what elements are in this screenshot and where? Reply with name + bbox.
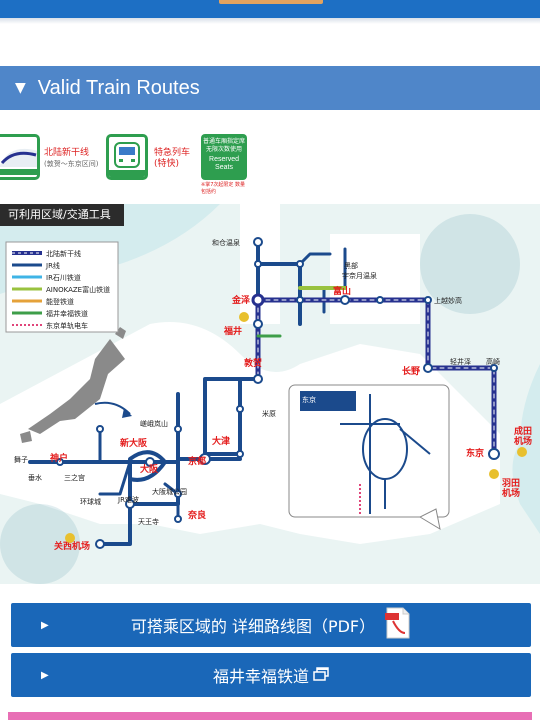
svg-text:大阪城公园: 大阪城公园 bbox=[152, 487, 187, 496]
pdf-icon bbox=[385, 607, 411, 643]
express-label: 特急列车 (特快) bbox=[154, 148, 190, 170]
pdf-button-label: 可搭乘区域的 详细路线图（PDF） bbox=[130, 617, 376, 636]
svg-text:高崎: 高崎 bbox=[486, 357, 500, 366]
svg-text:上越妙高: 上越妙高 bbox=[434, 296, 462, 305]
legend-label-noto: 能登铁道 bbox=[46, 297, 74, 306]
express-name: 特急列车 bbox=[154, 148, 191, 158]
next-section-bar[interactable] bbox=[8, 712, 532, 720]
play-arrow-icon: ▶ bbox=[41, 619, 49, 631]
map-legend: 北陆新干线 JR线 IR石川铁道 AINOKAZE富山铁道 能登铁道 福井幸福铁… bbox=[12, 249, 110, 330]
svg-text:东京: 东京 bbox=[302, 395, 316, 404]
collapse-triangle-icon: ▼ bbox=[15, 80, 26, 96]
svg-text:大津: 大津 bbox=[212, 435, 230, 447]
svg-text:机场: 机场 bbox=[514, 435, 532, 447]
svg-text:黑部: 黑部 bbox=[344, 261, 358, 270]
legend-label-hokuriku: 北陆新干线 bbox=[46, 249, 81, 258]
map-title: 可利用区域/交通工具 bbox=[0, 204, 124, 226]
svg-text:京都: 京都 bbox=[188, 455, 206, 467]
express-legend: 特急列车 (特快) bbox=[106, 134, 190, 180]
top-shadow bbox=[0, 18, 540, 24]
reserved-seats-badge: 普通车厢指定席 无限次数使用 Reserved Seats ※掌7次起限定 数量… bbox=[201, 134, 247, 196]
legend-label-jr: JR线 bbox=[45, 261, 60, 270]
svg-text:成田: 成田 bbox=[514, 425, 532, 437]
fukui-railway-button[interactable]: ▶ 福井幸福铁道 bbox=[11, 653, 531, 697]
svg-text:舞子: 舞子 bbox=[14, 455, 28, 464]
svg-text:机场: 机场 bbox=[502, 487, 520, 499]
detailed-route-map-pdf-button[interactable]: ▶ 可搭乘区域的 详细路线图（PDF） bbox=[11, 603, 531, 647]
top-navigation-bar bbox=[0, 0, 540, 18]
svg-text:长野: 长野 bbox=[402, 365, 420, 377]
express-train-icon bbox=[106, 134, 148, 180]
route-map: 北陆新干线 JR线 IR石川铁道 AINOKAZE富山铁道 能登铁道 福井幸福铁… bbox=[0, 204, 540, 584]
svg-text:东京: 东京 bbox=[466, 447, 484, 459]
shinkansen-sub: (敦贺～东京区间) bbox=[44, 160, 99, 168]
shinkansen-legend: 北陆新干线 (敦贺～东京区间) bbox=[0, 134, 98, 180]
svg-text:环球城: 环球城 bbox=[80, 497, 101, 506]
legend-label-ainokaze: AINOKAZE富山铁道 bbox=[46, 285, 110, 294]
reserved-seats-icon: 普通车厢指定席 无限次数使用 Reserved Seats bbox=[201, 134, 247, 180]
express-sub: (特快) bbox=[154, 159, 180, 169]
svg-text:奈良: 奈良 bbox=[187, 509, 206, 521]
svg-text:JR难波: JR难波 bbox=[117, 495, 139, 504]
svg-text:福井: 福井 bbox=[223, 325, 242, 337]
svg-text:金泽: 金泽 bbox=[231, 294, 250, 306]
svg-text:关西机场: 关西机场 bbox=[54, 540, 90, 552]
svg-text:大阪: 大阪 bbox=[140, 463, 159, 475]
play-arrow-icon: ▶ bbox=[41, 669, 49, 681]
legend-label-ir: IR石川铁道 bbox=[46, 273, 81, 282]
svg-text:宇奈月温泉: 宇奈月温泉 bbox=[342, 271, 377, 280]
svg-text:敦贺: 敦贺 bbox=[244, 357, 262, 369]
shinkansen-name: 北陆新干线 bbox=[44, 148, 90, 158]
section-title: Valid Train Routes bbox=[37, 76, 200, 99]
svg-text:新大阪: 新大阪 bbox=[120, 437, 148, 449]
reserved-seats-note: ※掌7次起限定 数量包括约 bbox=[201, 182, 245, 195]
svg-text:轻井泽: 轻井泽 bbox=[450, 357, 471, 366]
external-window-icon bbox=[313, 666, 329, 685]
svg-text:和仓温泉: 和仓温泉 bbox=[212, 238, 240, 247]
svg-text:天王寺: 天王寺 bbox=[138, 518, 159, 526]
top-tab-indicator[interactable] bbox=[219, 0, 323, 4]
svg-text:三之宫: 三之宫 bbox=[64, 473, 85, 482]
svg-text:神户: 神户 bbox=[50, 452, 68, 464]
fukui-button-label: 福井幸福铁道 bbox=[212, 667, 309, 686]
svg-text:米原: 米原 bbox=[262, 409, 276, 418]
route-map-svg: 北陆新干线 JR线 IR石川铁道 AINOKAZE富山铁道 能登铁道 福井幸福铁… bbox=[0, 204, 540, 584]
reserved-seats-sub: Reserved Seats bbox=[209, 156, 239, 171]
svg-text:嵯峨岚山: 嵯峨岚山 bbox=[140, 419, 168, 428]
legend-label-monorail: 东京单轨电车 bbox=[46, 321, 88, 330]
valid-train-routes-header[interactable]: ▼ Valid Train Routes bbox=[0, 66, 540, 110]
shinkansen-label: 北陆新干线 (敦贺～东京区间) bbox=[44, 148, 98, 170]
reserved-seats-name: 普通车厢指定席 无限次数使用 bbox=[202, 138, 245, 153]
svg-text:垂水: 垂水 bbox=[28, 473, 42, 482]
svg-text:富山: 富山 bbox=[333, 285, 351, 297]
svg-text:羽田: 羽田 bbox=[502, 478, 520, 489]
legend-label-fukui: 福井幸福铁道 bbox=[46, 309, 88, 318]
shinkansen-icon bbox=[0, 134, 40, 180]
reserved-seats-legend: 普通车厢指定席 无限次数使用 Reserved Seats ※掌7次起限定 数量… bbox=[201, 134, 247, 196]
ticket-type-icons: 北陆新干线 (敦贺～东京区间) 特急列车 (特快) 普通车厢指定席 无限次数使用… bbox=[0, 134, 540, 204]
